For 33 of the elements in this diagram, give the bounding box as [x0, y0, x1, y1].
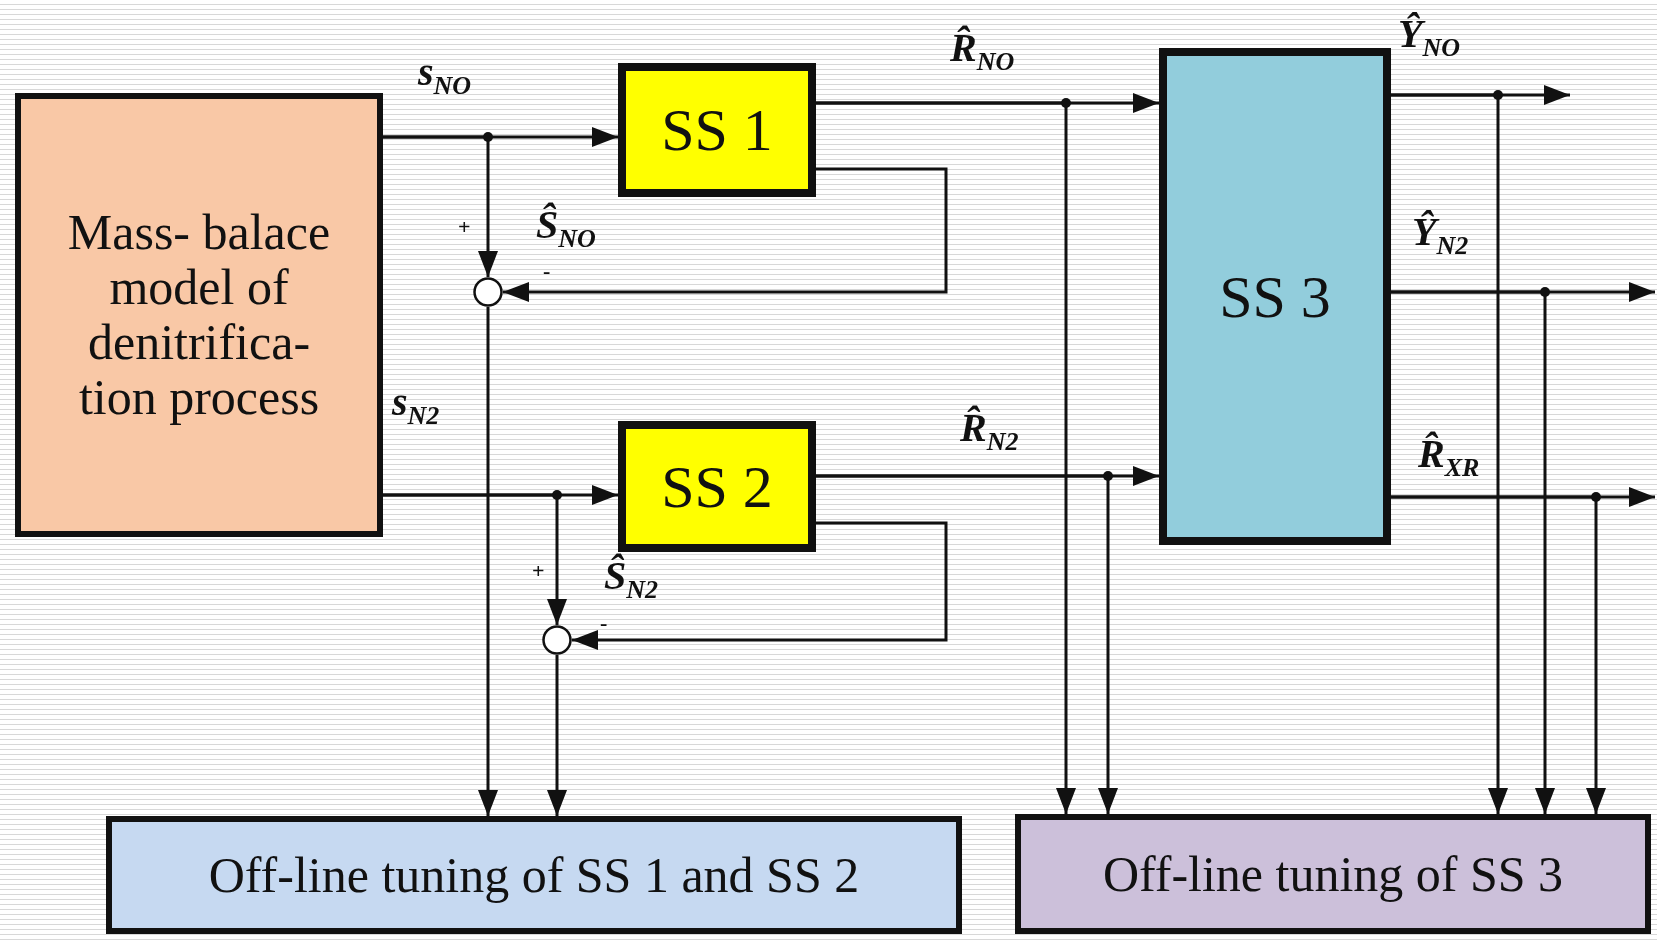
- subsystem-box: [618, 421, 816, 552]
- sign-label: +: [458, 216, 471, 238]
- box-label: SS 1: [661, 97, 773, 163]
- arrow: [816, 101, 1076, 814]
- arrow: [1391, 495, 1606, 814]
- sign-label: +: [532, 560, 545, 582]
- arrow: [1391, 290, 1555, 814]
- summing-junction: [473, 277, 503, 307]
- tuning-box: [106, 816, 962, 934]
- signal-label: s$_{N2}$: [392, 382, 440, 429]
- box-label: SS 3: [1219, 263, 1331, 330]
- box-label: Off-line tuning of SS 1 and SS 2: [208, 847, 860, 903]
- box-label: SS 2: [661, 453, 773, 520]
- tuning-box: [1015, 814, 1651, 934]
- arrow: [572, 521, 948, 650]
- sign-label: -: [600, 612, 608, 634]
- summing-junction: [542, 625, 572, 655]
- model-box: [15, 93, 383, 537]
- arrow: [1391, 93, 1508, 814]
- arrow: [383, 135, 498, 277]
- signal-label: Ŷ$_{NO}$: [1398, 14, 1460, 61]
- subsystem-box: [618, 63, 816, 197]
- arrow: [383, 493, 567, 625]
- signal-label: s$_{NO}$: [418, 52, 472, 99]
- arrow: [478, 307, 498, 816]
- sign-label: -: [543, 260, 551, 282]
- signal-label: Ŷ$_{N2}$: [1412, 212, 1469, 259]
- subsystem-box: [1159, 48, 1391, 545]
- arrow: [503, 167, 948, 302]
- box-label: Off-line tuning of SS 3: [1102, 846, 1564, 902]
- box-label: Mass- balace model of denitrifica- tion process: [66, 205, 332, 425]
- arrow: [547, 655, 567, 816]
- arrow: [816, 474, 1118, 814]
